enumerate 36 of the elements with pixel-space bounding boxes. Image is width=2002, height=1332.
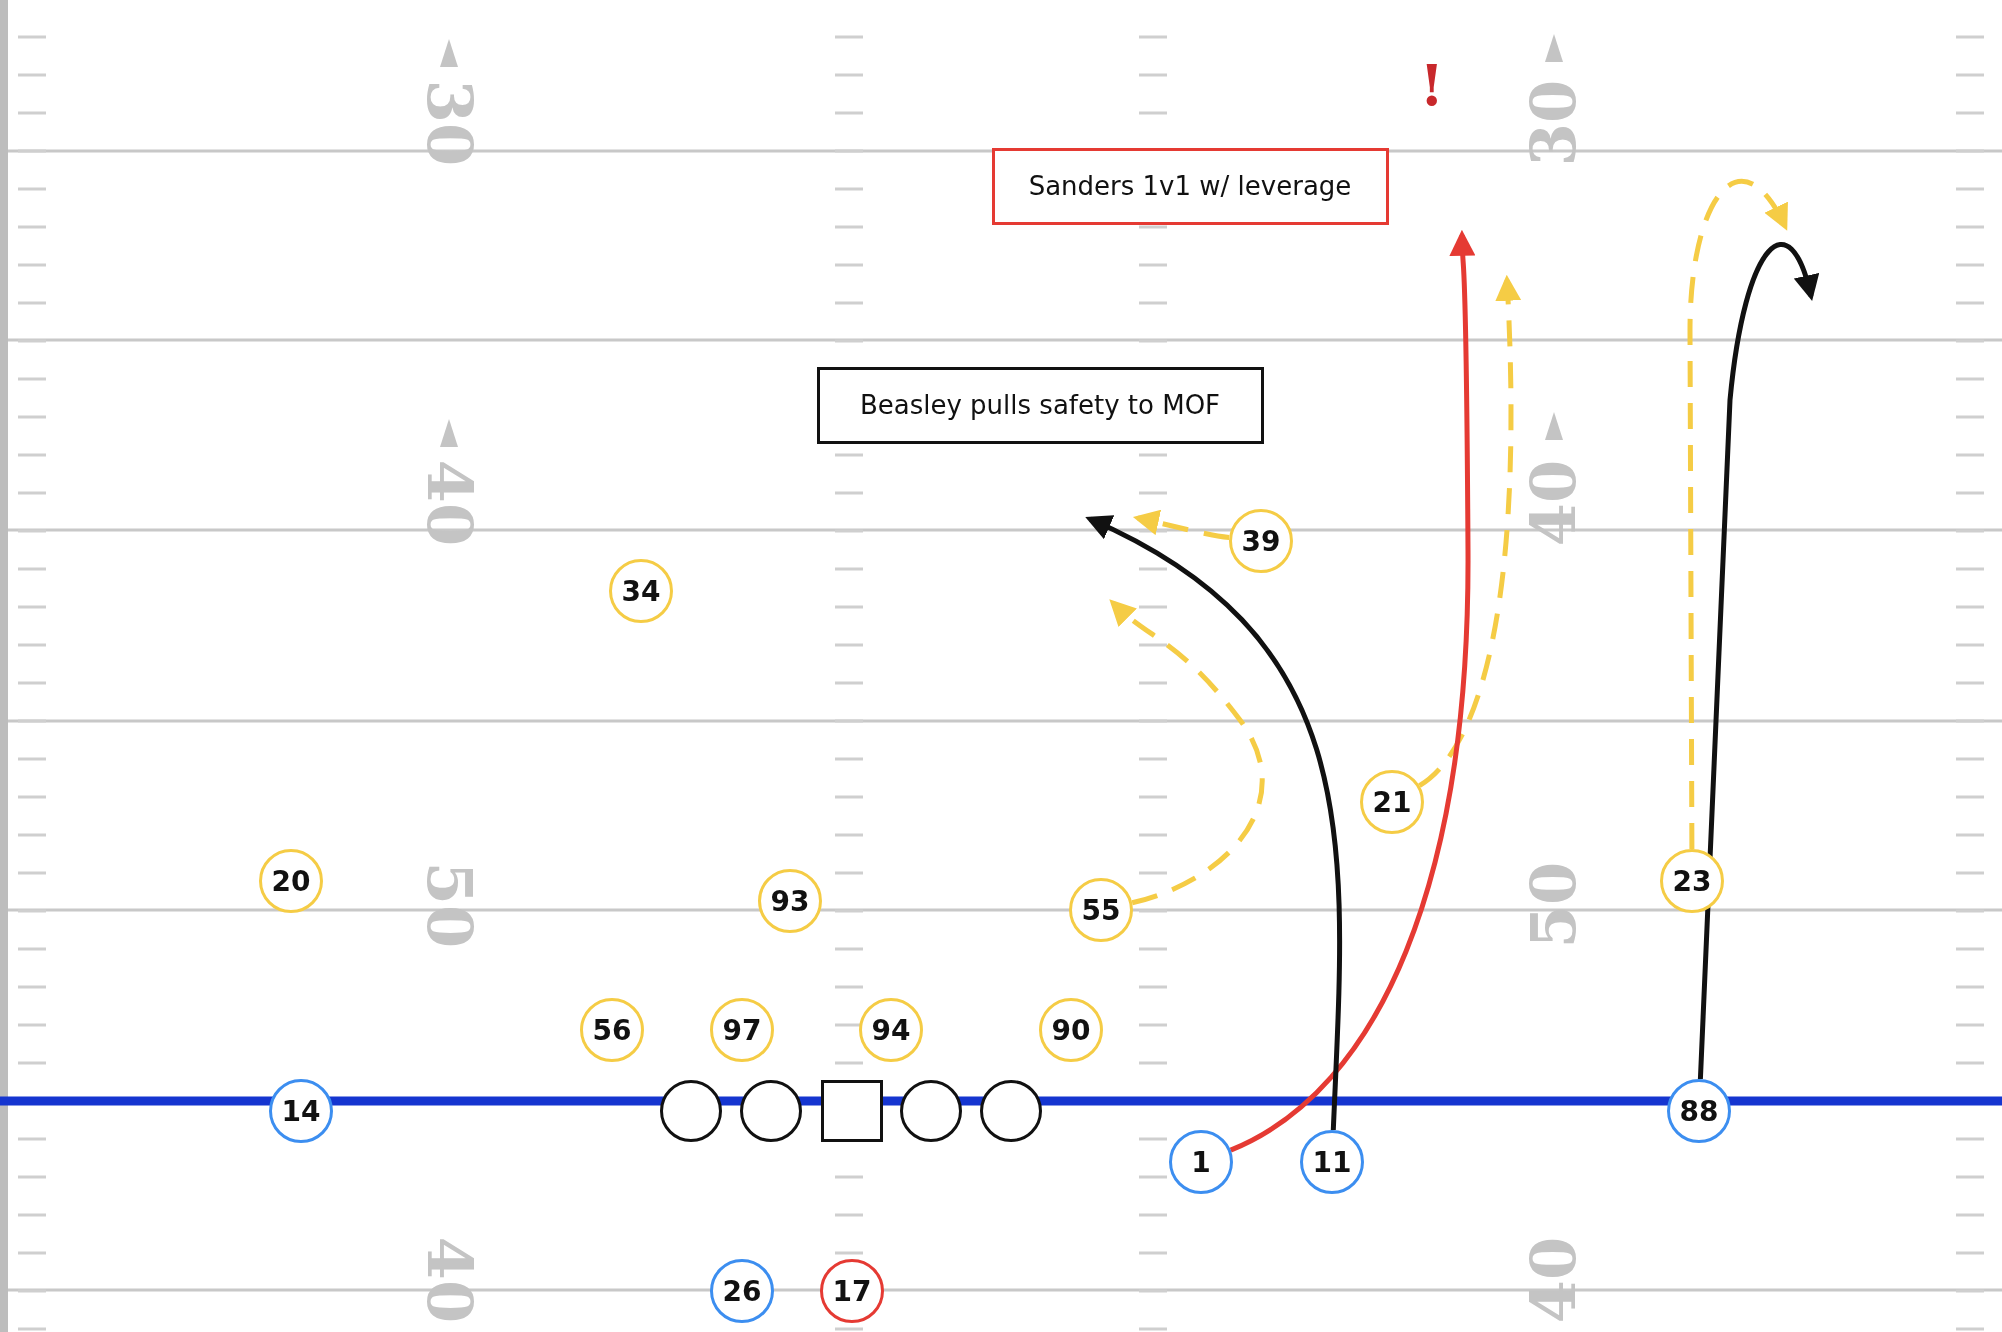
yard-number: 40 (1523, 459, 1586, 546)
player-circle: 93 (758, 869, 822, 933)
center-square (821, 1080, 883, 1142)
player-circle: 39 (1229, 509, 1293, 573)
player-circle: 20 (259, 849, 323, 913)
yard-number: 50 (1523, 861, 1586, 948)
yard-number: 40 (418, 459, 481, 546)
note-box: Sanders 1v1 w/ leverage (991, 147, 1389, 225)
player-circle: 1 (1169, 1130, 1233, 1194)
yard-number: 50 (418, 861, 481, 948)
player-circle: 90 (1039, 998, 1103, 1062)
player-circle: 14 (269, 1079, 333, 1143)
yard-number: 40 (1523, 1236, 1586, 1323)
player-circle: 26 (710, 1259, 774, 1323)
player-circle: 23 (1660, 849, 1724, 913)
route-arrow (1417, 274, 1521, 788)
player-circle: 21 (1360, 770, 1424, 834)
yard-number: 30 (418, 79, 481, 166)
player-circle: 17 (820, 1259, 884, 1323)
player-circle: 56 (580, 998, 644, 1062)
exclamation-mark: ! (1419, 57, 1445, 113)
yard-number: 30 (1523, 79, 1586, 166)
route-arrow (1229, 229, 1476, 1153)
player-circle: 97 (710, 998, 774, 1062)
note-box: Beasley pulls safety to MOF (816, 366, 1264, 444)
route-arrow (1109, 599, 1265, 906)
route-arrow (1687, 179, 1788, 849)
player-circle: 34 (609, 559, 673, 623)
player-circle: 55 (1069, 878, 1133, 942)
yard-number: 40 (418, 1236, 481, 1323)
player-circle: 11 (1300, 1130, 1364, 1194)
player-circle: 88 (1667, 1079, 1731, 1143)
route-arrow (1085, 516, 1343, 1131)
route-arrow (1697, 243, 1819, 1080)
player-circle: 94 (859, 998, 923, 1062)
route-arrow (1132, 509, 1230, 541)
